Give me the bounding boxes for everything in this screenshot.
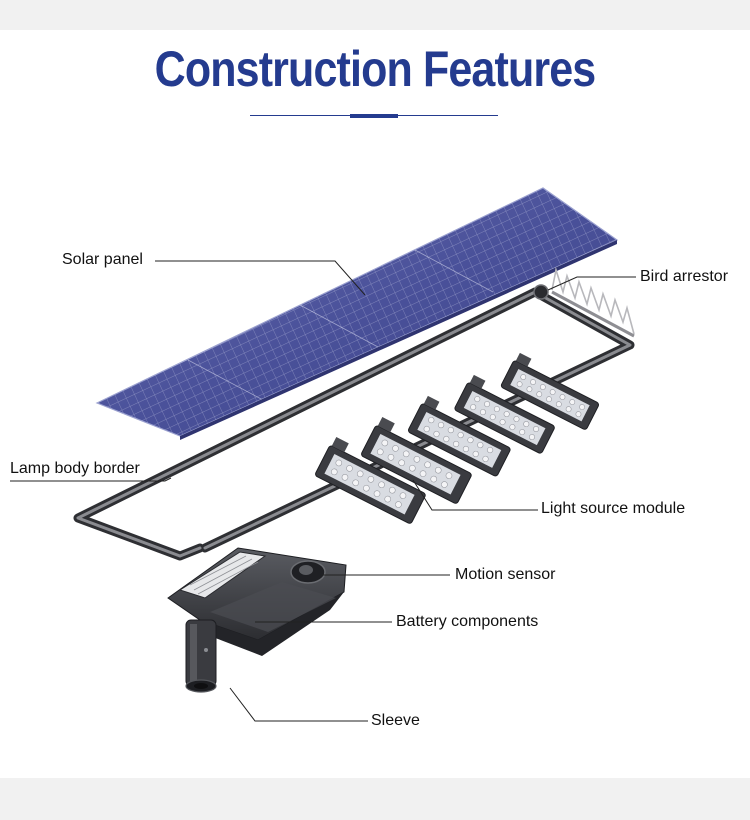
- label-solar-panel: Solar panel: [62, 251, 143, 268]
- light-module-2: [361, 416, 472, 504]
- bottom-band: [0, 778, 750, 820]
- label-light-source-module: Light source module: [541, 500, 686, 517]
- label-lamp-body-border: Lamp body border: [10, 460, 140, 477]
- label-motion-sensor: Motion sensor: [455, 566, 556, 583]
- leader-solar-panel: [155, 260, 366, 296]
- label-sleeve: Sleeve: [371, 712, 420, 729]
- top-band: [0, 0, 750, 30]
- battery-housing: [167, 547, 347, 656]
- leader-sleeve: [229, 687, 368, 722]
- light-module-1: [315, 436, 426, 524]
- label-bird-arrestor: Bird arrestor: [640, 268, 729, 285]
- page-title: Construction Features: [154, 41, 597, 97]
- leader-light-source-module: [412, 479, 538, 511]
- light-module-4: [454, 374, 555, 454]
- label-battery-components: Battery components: [396, 613, 539, 630]
- light-module-3: [408, 395, 511, 477]
- leader-lamp-body-border: [10, 477, 172, 482]
- leader-bird-arrestor: [547, 276, 636, 291]
- leader-lines: [10, 260, 636, 722]
- title-underline-accent: [350, 114, 398, 118]
- sleeve-part: [185, 619, 217, 693]
- light-source-modules: [315, 352, 600, 524]
- light-module-5: [500, 352, 600, 430]
- bird-arrestor: [551, 266, 635, 338]
- solar-panel: [95, 187, 619, 440]
